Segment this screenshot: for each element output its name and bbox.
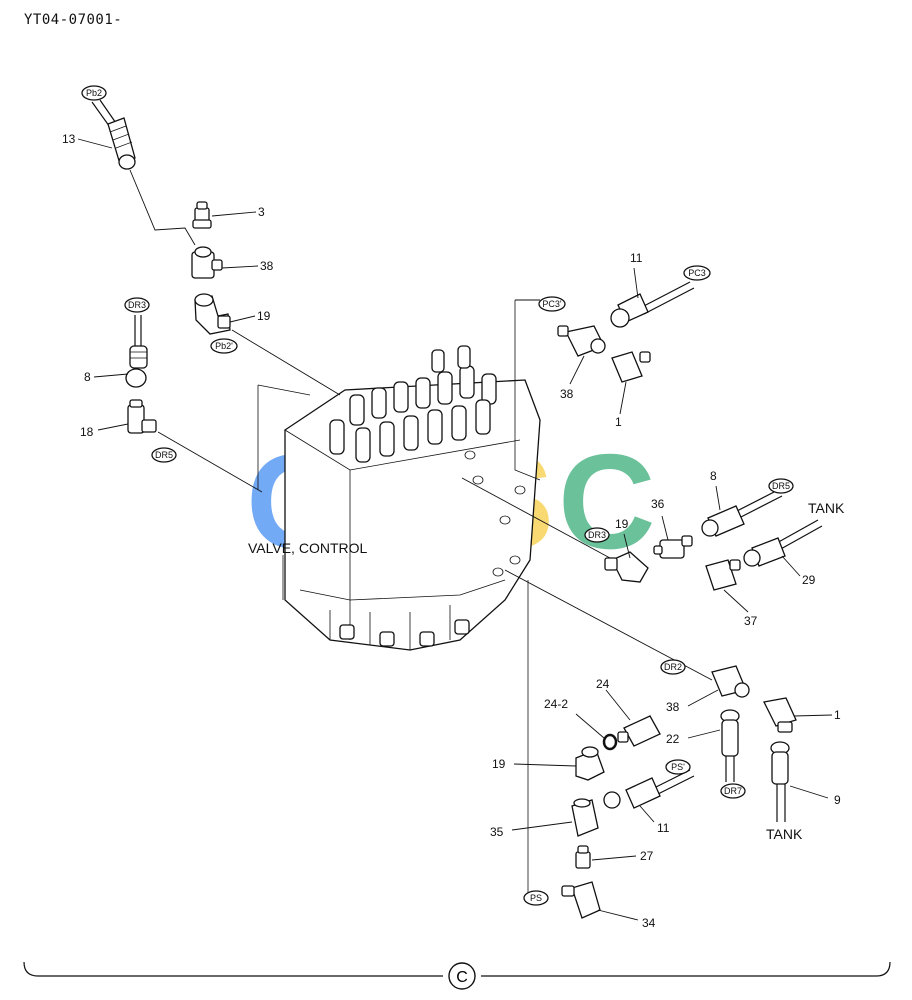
callout-38a: 38: [260, 259, 274, 273]
valve-control-label: VALVE, CONTROL: [248, 540, 368, 556]
callout-19a: 19: [257, 309, 271, 323]
callout-38b: 38: [560, 387, 574, 401]
hose-11b: [603, 769, 695, 809]
port-tags: Pb2 Pb2' DR3 DR5 PC3' PC3 DR3 DR5 DR2 PS…: [81, 85, 794, 906]
hose-8a: [125, 315, 148, 388]
callout-22: 22: [666, 732, 680, 746]
fitting-36: [653, 535, 693, 559]
tag-dr3-right: DR3: [588, 530, 606, 540]
document-code: YT04-07001-: [24, 12, 123, 28]
callout-1b: 1: [834, 708, 841, 722]
section-marker-letter: C: [456, 969, 468, 986]
tag-ps: PS: [530, 893, 542, 903]
tank-label-upper: TANK: [808, 500, 845, 516]
block-35: [571, 798, 599, 837]
tag-pb2-prime: Pb2': [215, 341, 233, 351]
fitting-38c: [711, 665, 750, 698]
elbow-19c: [575, 746, 605, 781]
hose-13: [91, 99, 136, 170]
callout-38c: 38: [666, 700, 680, 714]
fitting-38a: [191, 246, 223, 279]
valve-frame-lines: [257, 384, 311, 600]
tag-pc3-prime: PC3': [542, 299, 562, 309]
callout-36: 36: [651, 497, 665, 511]
callout-24: 24: [596, 677, 610, 691]
tag-ps-prime: PS': [671, 762, 685, 772]
tag-dr5-right: DR5: [772, 481, 790, 491]
hose-22: [720, 709, 740, 782]
elbow-19b: [604, 551, 649, 583]
callout-11a: 11: [630, 251, 643, 265]
tag-pb2: Pb2: [86, 88, 102, 98]
tag-dr2: DR2: [664, 662, 682, 672]
control-valve-body: [284, 345, 541, 651]
tag-dr5: DR5: [155, 450, 173, 460]
section-marker-circle: [448, 962, 476, 990]
fitting-27: [575, 845, 591, 869]
callout-19b: 19: [615, 517, 629, 531]
tag-pc3: PC3: [688, 268, 706, 278]
bottom-bracket: [23, 961, 891, 977]
callout-27: 27: [640, 849, 654, 863]
callout-19c: 19: [492, 757, 506, 771]
callout-13: 13: [62, 132, 76, 146]
callout-11b: 11: [657, 821, 670, 835]
fitting-3: [192, 201, 212, 229]
tag-dr7: DR7: [724, 786, 742, 796]
adapter-24: [617, 715, 661, 747]
tag-dr3: DR3: [128, 300, 146, 310]
fitting-38b: [557, 325, 606, 357]
hose-11a: [610, 281, 695, 328]
callout-24-2: 24-2: [544, 697, 568, 711]
callout-9: 9: [834, 793, 841, 807]
callout-3: 3: [258, 205, 265, 219]
callout-numbers: 13 3 38 19 8 18 11 38 1 19 36 8 29 37 24…: [62, 132, 841, 930]
callout-1a: 1: [615, 415, 622, 429]
elbow-19a: [194, 293, 231, 335]
hose-29: [743, 519, 823, 567]
callout-18: 18: [80, 425, 94, 439]
hose-9: [770, 741, 790, 822]
callout-29: 29: [802, 573, 816, 587]
hose-8b: [701, 489, 783, 537]
elbow-18: [127, 399, 157, 434]
elbow-37: [705, 559, 741, 591]
watermark-letter-c2: C: [558, 426, 656, 577]
callout-8b: 8: [710, 469, 717, 483]
callout-8a: 8: [84, 370, 91, 384]
tank-label-lower: TANK: [766, 826, 803, 842]
callout-leaders: [77, 138, 833, 921]
callout-34: 34: [642, 916, 656, 930]
elbow-34: [561, 881, 601, 919]
elbow-1a: [611, 351, 651, 383]
o-ring-24-2: [602, 733, 618, 751]
callout-35: 35: [490, 825, 504, 839]
callout-37: 37: [744, 614, 758, 628]
elbow-1b: [763, 697, 797, 733]
